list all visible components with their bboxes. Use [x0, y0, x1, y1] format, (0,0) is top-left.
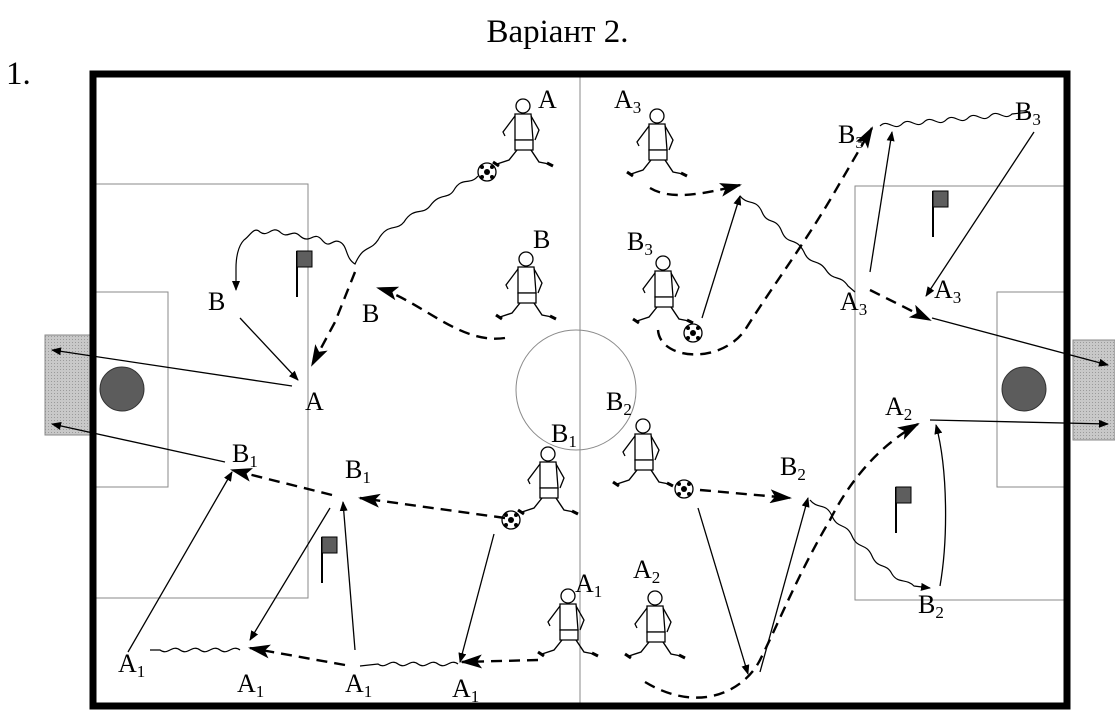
- run-arrow: [239, 317, 299, 381]
- dribble-path: [809, 499, 931, 591]
- shot-arrow: [51, 347, 293, 387]
- label-b2: B2: [918, 590, 944, 622]
- pass-arrow: [869, 288, 932, 322]
- label-a: A: [538, 85, 557, 114]
- player-icon: [625, 107, 689, 178]
- player-icon: [536, 587, 600, 658]
- dribble-path: [879, 111, 1031, 128]
- label-b: B: [208, 287, 225, 316]
- label-b2: B2: [606, 387, 632, 419]
- label-b1: B1: [345, 455, 371, 487]
- run-arrow: [339, 501, 356, 651]
- label-a2: A2: [633, 555, 660, 587]
- variant-title: Варіант 2.: [486, 14, 629, 50]
- shot-arrow: [929, 419, 1109, 428]
- label-a1: A1: [452, 674, 479, 706]
- player-labels: A B B B A A3 B3 B3 B3 A3 A3 B2 A2 B2 A2 …: [118, 85, 1041, 706]
- label-b2: B2: [780, 452, 806, 484]
- run-arrow: [925, 131, 1035, 297]
- right-goal-icon: [1072, 339, 1115, 441]
- pass-arrow: [460, 654, 539, 669]
- label-b3: B3: [1015, 97, 1041, 129]
- pass-arrow: [248, 644, 346, 667]
- label-b1: B1: [551, 419, 577, 451]
- pass-arrow: [699, 488, 792, 504]
- ball-icon: [477, 162, 497, 182]
- label-a3: A3: [840, 287, 867, 319]
- ball-icon: [683, 323, 703, 343]
- run-arrow: [869, 131, 895, 273]
- player-icon: [516, 445, 580, 516]
- label-a1: A1: [237, 669, 264, 701]
- run-arrow: [934, 424, 947, 587]
- run-arrow: [127, 471, 233, 653]
- shot-arrow: [931, 317, 1109, 367]
- corner-flag-icon: [932, 190, 949, 238]
- corner-flag-icon: [321, 536, 338, 584]
- left-goal-icon: [44, 334, 92, 436]
- right-penalty-spot-icon: [1001, 366, 1047, 412]
- corner-flag-icon: [895, 486, 912, 534]
- label-a1: A1: [575, 569, 602, 601]
- ball-icon: [674, 479, 694, 499]
- label-b3: B3: [838, 120, 864, 152]
- label-b3: B3: [627, 227, 653, 259]
- run-arrow: [458, 533, 495, 663]
- pass-arrow: [358, 493, 506, 520]
- label-a: A: [305, 387, 324, 416]
- corner-flag-icon: [296, 250, 313, 298]
- label-a3: A3: [934, 275, 961, 307]
- label-a2: A2: [885, 392, 912, 424]
- label-a1: A1: [118, 649, 145, 681]
- pass-arrow: [644, 422, 920, 699]
- pass-arrow: [376, 286, 506, 340]
- dribble-path: [739, 195, 856, 293]
- field-border: [89, 70, 1071, 710]
- run-arrow: [697, 507, 750, 675]
- run-arrow: [249, 507, 331, 641]
- shot-arrow: [51, 422, 226, 463]
- label-a1: A1: [345, 669, 372, 701]
- pass-arrow: [649, 183, 742, 197]
- exercise-number: 1.: [6, 56, 31, 92]
- label-b: B: [362, 299, 379, 328]
- player-icon: [494, 250, 558, 321]
- label-a3: A3: [614, 85, 641, 117]
- pass-arrow: [656, 126, 874, 356]
- pass-arrow: [230, 468, 333, 497]
- ball-icon: [501, 510, 521, 530]
- label-b: B: [533, 225, 550, 254]
- left-penalty-spot-icon: [99, 366, 145, 412]
- player-icon: [623, 589, 687, 660]
- dribble-path: [359, 661, 459, 667]
- run-arrow: [701, 195, 742, 319]
- pass-arrow: [310, 271, 357, 367]
- player-icon: [631, 254, 695, 325]
- label-b1: B1: [232, 439, 258, 471]
- dribble-path: [232, 175, 479, 291]
- dribble-path: [150, 647, 241, 653]
